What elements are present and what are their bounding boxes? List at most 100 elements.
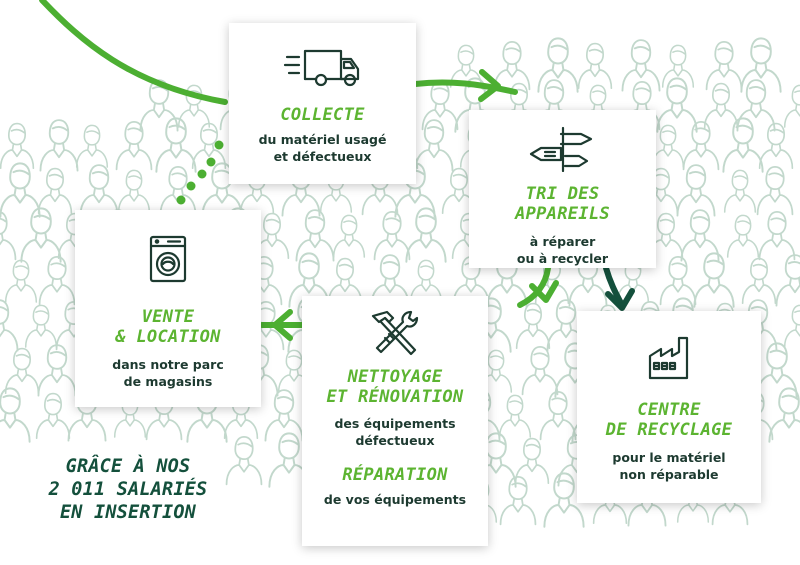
person-silhouette — [741, 257, 777, 305]
person-silhouette — [703, 82, 739, 130]
person-silhouette — [38, 255, 76, 306]
tri-title-line2: APPAREILS — [515, 204, 610, 224]
person-silhouette — [264, 389, 304, 442]
person-silhouette — [740, 37, 782, 93]
person-silhouette — [783, 304, 800, 348]
person-silhouette — [79, 164, 119, 217]
slogan-line2: 2 011 SALARIÉS — [48, 479, 208, 500]
person-silhouette — [295, 209, 335, 262]
recyclage-desc-line2: non réparable — [619, 467, 719, 482]
person-silhouette — [117, 169, 151, 213]
person-silhouette — [24, 304, 58, 348]
nettoyage-title-line1: NETTOYAGE — [347, 367, 443, 387]
collecte-title: COLLECTE — [280, 105, 365, 125]
person-silhouette — [499, 475, 537, 526]
person-silhouette — [723, 169, 757, 213]
person-silhouette — [539, 390, 577, 441]
slogan-line1: GRÂCE À NOS — [65, 456, 191, 477]
reparation-title: RÉPARATION — [342, 465, 448, 485]
person-silhouette — [39, 119, 79, 172]
cycle-arrow-top — [39, 0, 228, 105]
person-silhouette — [498, 394, 532, 438]
vente-desc-line1: dans notre parc — [112, 357, 224, 372]
person-silhouette — [705, 40, 743, 91]
person-silhouette — [4, 347, 40, 395]
truck-icon — [283, 49, 359, 87]
arrowhead-top-right — [478, 69, 501, 102]
card-nettoyage: NETTOYAGE ET RÉNOVATION des équipements … — [302, 296, 488, 546]
person-silhouette — [783, 84, 800, 128]
person-silhouette — [115, 120, 153, 171]
person-silhouette — [155, 117, 197, 173]
person-silhouette — [621, 39, 661, 92]
person-silhouette — [4, 259, 38, 303]
person-silhouette — [676, 164, 716, 217]
factory-icon — [648, 336, 689, 380]
arrowhead-dark — [605, 288, 635, 311]
person-silhouette — [37, 167, 73, 215]
vente-desc-line2: de magasins — [123, 374, 213, 389]
person-silhouette — [0, 162, 41, 218]
card-vente: VENTE & LOCATION dans notre parc de maga… — [75, 210, 261, 407]
person-silhouette — [37, 344, 77, 397]
person-silhouette — [693, 252, 735, 308]
person-silhouette — [35, 392, 71, 440]
person-silhouette — [0, 387, 31, 443]
person-silhouette — [521, 345, 559, 396]
recyclage-title-line2: DE RECYCLAGE — [605, 420, 733, 440]
person-silhouette — [756, 165, 794, 216]
collecte-desc-line1: du matériel usagé — [258, 132, 387, 147]
dotted-arrow — [176, 140, 224, 205]
person-silhouette — [537, 37, 579, 93]
person-silhouette — [414, 119, 454, 172]
card-recyclage: CENTRE DE RECYCLAGE pour le matériel non… — [577, 311, 761, 503]
person-silhouette — [659, 255, 697, 306]
reparation-desc: de vos équipements — [323, 492, 467, 507]
slogan-line3: EN INSERTION — [59, 502, 197, 523]
person-silhouette — [159, 165, 197, 216]
person-silhouette — [661, 44, 695, 88]
collecte-desc-line2: et défectueux — [273, 149, 372, 164]
cycle-arrow-dark — [603, 265, 625, 308]
person-silhouette — [577, 42, 613, 90]
vente-title-line2: & LOCATION — [115, 327, 221, 347]
person-silhouette — [493, 40, 531, 91]
recyclage-title-line1: CENTRE — [637, 400, 701, 420]
recyclage-desc-line1: pour le matériel — [612, 450, 726, 465]
person-silhouette — [0, 299, 19, 352]
cycle-arrow-top-right — [412, 79, 518, 95]
person-silhouette — [722, 117, 764, 173]
person-silhouette — [515, 302, 551, 350]
person-silhouette — [758, 122, 794, 170]
person-silhouette — [225, 435, 263, 486]
person-silhouette — [758, 210, 796, 261]
person-silhouette — [726, 214, 760, 258]
tools-icon — [371, 310, 419, 356]
person-silhouette — [332, 214, 366, 258]
person-silhouette — [682, 120, 720, 171]
card-collecte: COLLECTE du matériel usagé et défectueux — [229, 23, 416, 184]
person-silhouette — [20, 207, 62, 263]
person-silhouette — [736, 79, 776, 132]
person-silhouette — [373, 210, 411, 261]
tri-desc-line2: ou à recycler — [516, 251, 609, 266]
nettoyage-title-line2: ET RÉNOVATION — [326, 387, 464, 407]
person-silhouette — [0, 122, 35, 170]
tri-desc-line1: à réparer — [529, 234, 596, 249]
person-silhouette — [768, 387, 800, 443]
nettoyage-desc-line1: des équipements — [334, 416, 456, 431]
signpost-icon — [529, 126, 592, 172]
nettoyage-desc-line2: défectueux — [355, 433, 435, 448]
person-silhouette — [405, 207, 447, 263]
person-silhouette — [0, 210, 17, 261]
person-silhouette — [75, 124, 109, 168]
card-tri: TRI DES APPAREILS à réparer ou à recycle… — [469, 110, 656, 268]
tri-title-line1: TRI DES — [525, 184, 600, 204]
person-silhouette — [775, 254, 800, 307]
arrowhead-down — [529, 280, 559, 303]
washing-machine-icon — [149, 235, 187, 283]
arrowhead-left — [272, 309, 293, 341]
vente-title-line1: VENTE — [141, 307, 195, 327]
slogan: GRÂCE À NOS 2 011 SALARIÉS EN INSERTION — [28, 455, 228, 524]
